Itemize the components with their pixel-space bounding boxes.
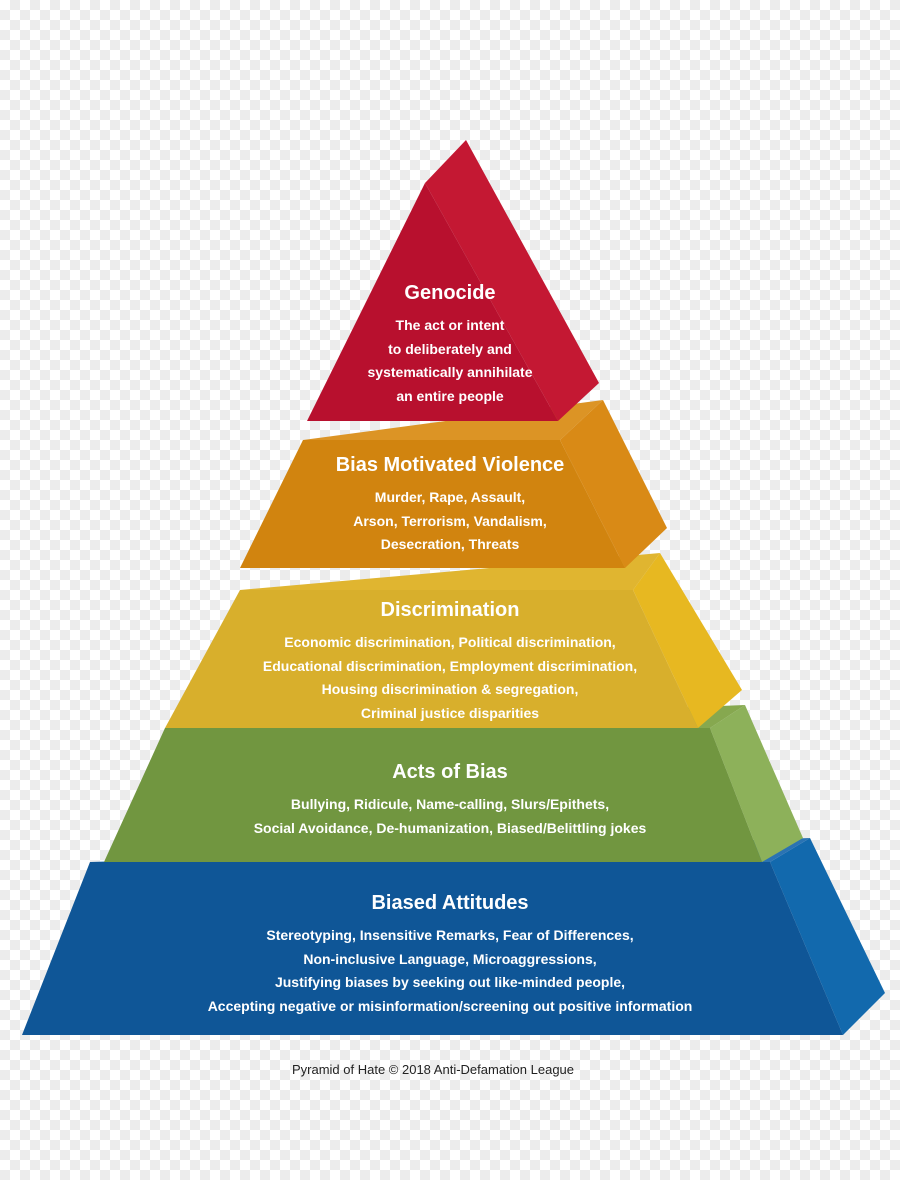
tier-description-line: to deliberately and <box>388 340 512 357</box>
tier-discrimination-shape <box>165 553 742 728</box>
tier-title: Acts of Bias <box>392 761 508 783</box>
tier-description-line: systematically annihilate <box>367 364 533 380</box>
tier-discrimination: Discrimination Economic discrimination, … <box>0 597 900 725</box>
tier-description-line: The act or intent <box>395 317 505 333</box>
tier-description-line: Justifying biases by seeking out like-mi… <box>274 974 626 990</box>
tier-title: Biased Attitudes <box>371 892 529 914</box>
tier-description-line: Stereotyping, Insensitive Remarks, Fear … <box>266 927 634 943</box>
tier-acts-of-bias: Acts of Bias Bullying, Ridicule, Name-ca… <box>0 759 900 840</box>
tier-genocide: Genocide The act or intent to deliberate… <box>0 280 900 408</box>
tier-description-line: Educational discrimination, Employment d… <box>262 657 638 674</box>
tier-description-line: Housing discrimination & segregation, <box>321 681 579 697</box>
tier-description-line: Bullying, Ridicule, Name-calling, Slurs/… <box>290 796 610 812</box>
tier-description-line: Accepting negative or misinformation/scr… <box>207 997 693 1014</box>
tier-description-line: Desecration, Threats <box>380 536 520 552</box>
tier-description-line: Social Avoidance, De-humanization, Biase… <box>253 819 647 836</box>
tier-description-line: Arson, Terrorism, Vandalism, <box>353 512 547 529</box>
tier-description-line: an entire people <box>396 387 504 404</box>
tier-biased-attitudes: Biased Attitudes Stereotyping, Insensiti… <box>0 890 900 1018</box>
tier-title: Discrimination <box>380 599 520 621</box>
tier-title: Genocide <box>404 282 496 304</box>
tier-genocide-shape <box>307 140 599 421</box>
tier-description-line: Non-inclusive Language, Microaggressions… <box>303 950 597 967</box>
tier-violence: Bias Motivated Violence Murder, Rape, As… <box>0 452 900 557</box>
tier-description-line: Criminal justice disparities <box>360 704 540 721</box>
tier-description-line: Murder, Rape, Assault, <box>374 489 526 505</box>
tier-title: Bias Motivated Violence <box>335 454 565 476</box>
copyright-credit: Pyramid of Hate © 2018 Anti-Defamation L… <box>291 1062 575 1077</box>
tier-description-line: Economic discrimination, Political discr… <box>284 634 616 650</box>
